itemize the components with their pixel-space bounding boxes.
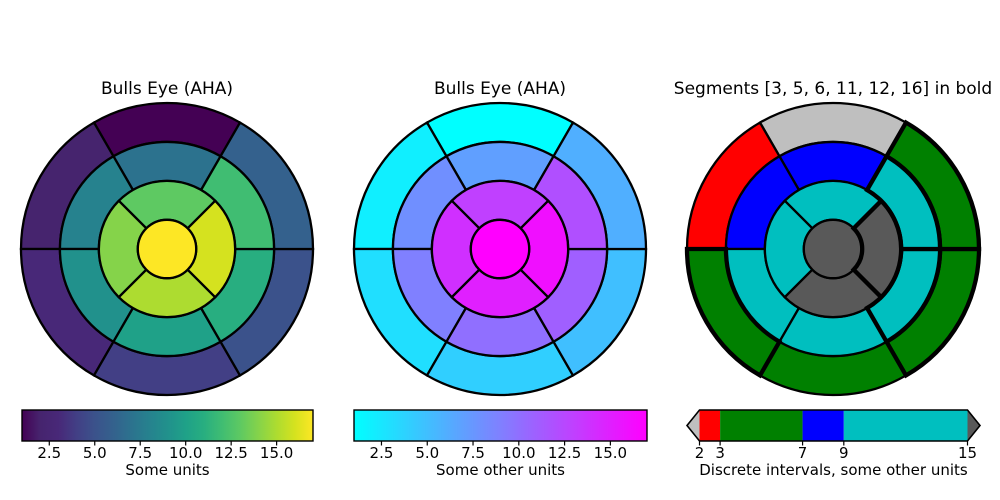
colorbar-2-ticklabel-2: 5.0 [415, 444, 439, 462]
colorbar-3-block-4 [843, 410, 968, 441]
bullseye-chart-3 [684, 101, 982, 397]
colorbar-1: 2.5 5.0 7.5 10.0 12.5 15.0 [21, 409, 314, 462]
bullseye-chart-1 [19, 101, 315, 397]
colorbar-3-ticklabel-2: 3 [715, 444, 725, 462]
colorbar2-label: Some other units [436, 461, 565, 479]
colorbar-3-ticklabel-3: 7 [798, 444, 808, 462]
chart1-title: Bulls Eye (AHA) [100, 79, 234, 99]
chart3-segment-3 [684, 246, 783, 379]
chart3-title: Segments [3, 5, 6, 11, 12, 16] in bold [673, 79, 993, 99]
colorbar-3-over-arrow [967, 410, 980, 441]
chart3-segment-16 [850, 197, 904, 301]
colorbar-1-ticklabel-4: 10.0 [169, 444, 202, 462]
colorbar-2-ticklabel-3: 7.5 [461, 444, 485, 462]
colorbar-2-ticklabel-6: 15.0 [594, 444, 627, 462]
colorbar-3-block-2 [720, 410, 803, 441]
colorbar-3-ticklabel-5: 15 [958, 444, 977, 462]
colorbar-1-ticklabel-3: 7.5 [128, 444, 152, 462]
colorbar-1-ticklabel-2: 5.0 [83, 444, 107, 462]
colorbar-1-bar [21, 409, 314, 442]
colorbar-3-under-arrow [687, 410, 700, 441]
colorbar-1-ticklabel-5: 12.5 [214, 444, 247, 462]
colorbar-2: 2.5 5.0 7.5 10.0 12.5 15.0 [353, 409, 648, 462]
colorbar-1-ticklabel-6: 15.0 [260, 444, 293, 462]
colorbar-2-ticklabel-4: 10.0 [502, 444, 535, 462]
colorbar-3-ticklabel-1: 2 [695, 444, 705, 462]
colorbar-1-ticklabel-1: 2.5 [37, 444, 61, 462]
bullseye-chart-2 [352, 101, 648, 397]
colorbar-2-ticklabel-5: 12.5 [548, 444, 581, 462]
colorbar3-label: Discrete intervals, some other units [699, 461, 968, 479]
colorbar1-label: Some units [125, 461, 210, 479]
colorbar-3-block-1 [699, 410, 721, 441]
colorbar-2-ticklabel-1: 2.5 [370, 444, 394, 462]
chart2-segment-17 [469, 218, 531, 280]
colorbar-3-ticklabel-4: 9 [839, 444, 849, 462]
chart1-segment-17 [136, 218, 198, 280]
colorbar-2-bar [353, 409, 648, 442]
chart2-title: Bulls Eye (AHA) [433, 79, 567, 99]
colorbar-3-block-3 [802, 410, 844, 441]
